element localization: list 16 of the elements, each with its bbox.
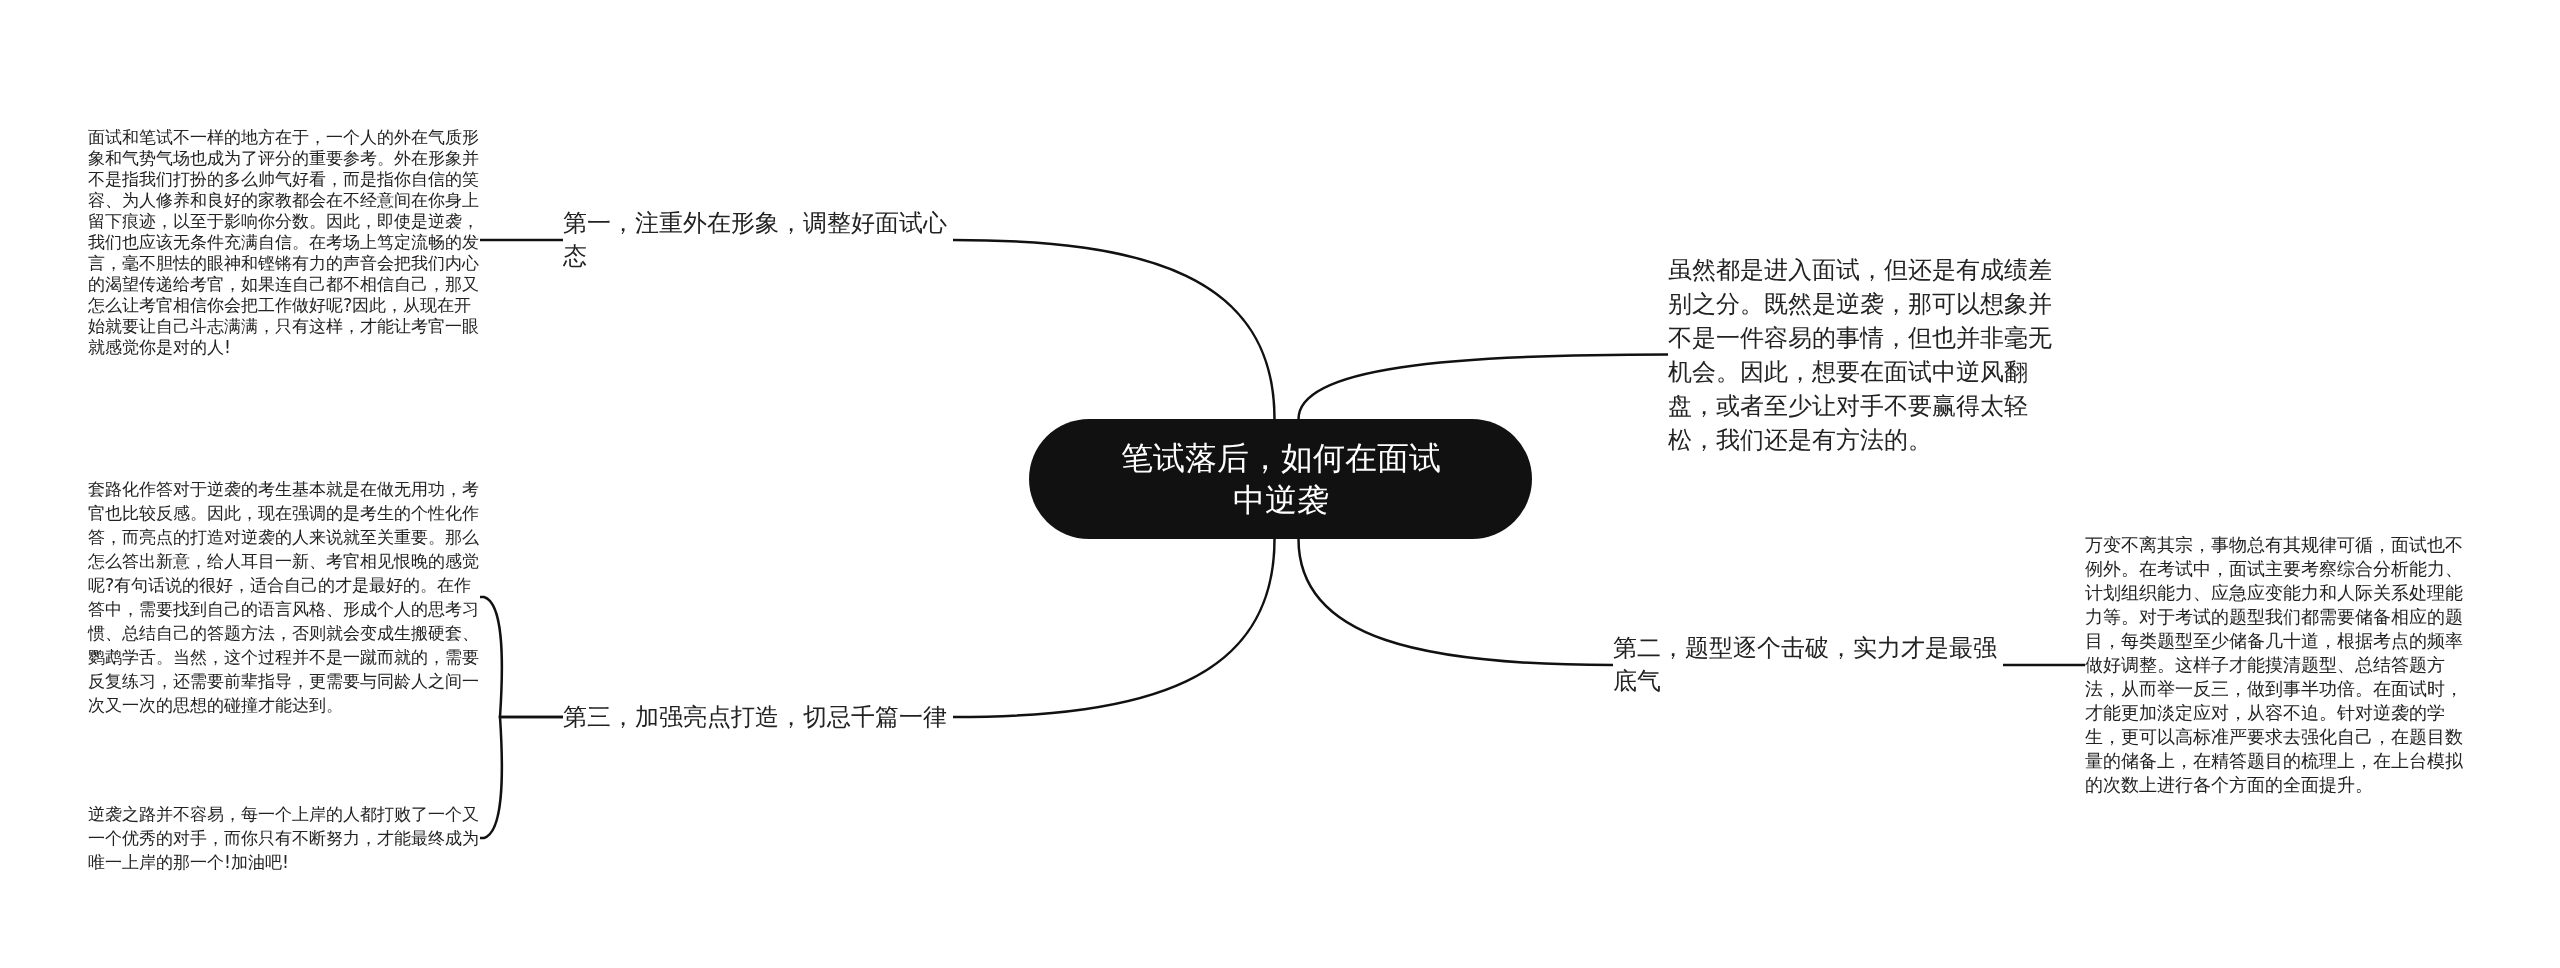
branch-curve [952,538,1276,719]
paragraph-text: 套路化作答对于逆袭的考生基本就是在做无用功，考官也比较反感。因此，现在强调的是考生的个性化作答，而亮点的打造对逆袭的人来说就至关重要。那么怎么答出新意，给人耳目一新、考官相见恨晚的感觉呢?有句话说的很好，适合自己的才是最好的。在作答中，需要找到自己的语言风格、形成个人的思考习惯、总结自己的答题方法，否则就会变成生搬硬套、鹦鹉学舌。当然，这个过程并不是一蹴而就的，需要反复练习，还需要前辈指导，更需要与同龄人之间一次又一次的思想的碰撞才能达到。 [88,447,480,747]
bracket-line [480,715,563,840]
paragraph-text: 面试和笔试不一样的地方在于，一个人的外在气质形象和气势气场也成为了评分的重要参考。外在形象并不是指我们打扮的多么帅气好看，而是指你自信的笑容、为人修养和良好的家教都会在不经意间在你身上留下痕迹，以至于影响你分数。因此，即使是逆袭，我们也应该无条件充满自信。在考场上笃定流畅的发言，毫不胆怯的眼神和铿锵有力的声音会把我们内心的渴望传递给考官，如果连自己都不相信自己，那又怎么让考官相信你会把工作做好呢?因此，从现在开始就要让自己斗志满满，只有这样，才能让考官一眼就感觉你是对的人! [88,92,480,392]
branch-text: 第一，注重外在形象，调整好面试心态 [563,205,953,275]
topic-pill: 笔试落后，如何在面试中逆袭 [1029,419,1532,539]
paragraph-text: 万变不离其宗，事物总有其规律可循，面试也不例外。在考试中，面试主要考察综合分析能力、计划组织能力、应急应变能力和人际关系处理能力等。对于考试的题型我们都需要储备相应的题目，每类题型至少储备几十道，根据考点的频率做好调整。这样子才能摸清题型、总结答题方法，从而举一反三，做到事半功倍。在面试时，才能更加淡定应对，从容不迫。针对逆袭的学生，更可以高标准严要求去强化自己，在题目数量的储备上，在精答题目的梳理上，在上台模拟的次数上进行各个方面的全面提升。 [2085,515,2480,815]
leader-line [2003,663,2085,667]
paragraph-text: 虽然都是进入面试，但还是有成绩差别之分。既然是逆袭，那可以想象并不是一件容易的事情，但也并非毫无机会。因此，想要在面试中逆风翻盘，或者至少让对手不要赢得太轻松，我们还是有方法的。 [1668,252,2060,457]
leader-line [480,238,563,242]
branch-curve [1297,353,1668,420]
branch-curve [1297,538,1613,667]
paragraph-text: 逆袭之路并不容易，每一个上岸的人都打败了一个又一个优秀的对手，而你只有不断努力，才能最终成为唯一上岸的那一个!加油吧! [88,798,480,878]
branch-text: 第二，题型逐个击破，实力才是最强底气 [1613,630,2003,700]
branch-curve [953,238,1276,420]
branch-text: 第三，加强亮点打造，切忌千篇一律 [563,682,953,752]
